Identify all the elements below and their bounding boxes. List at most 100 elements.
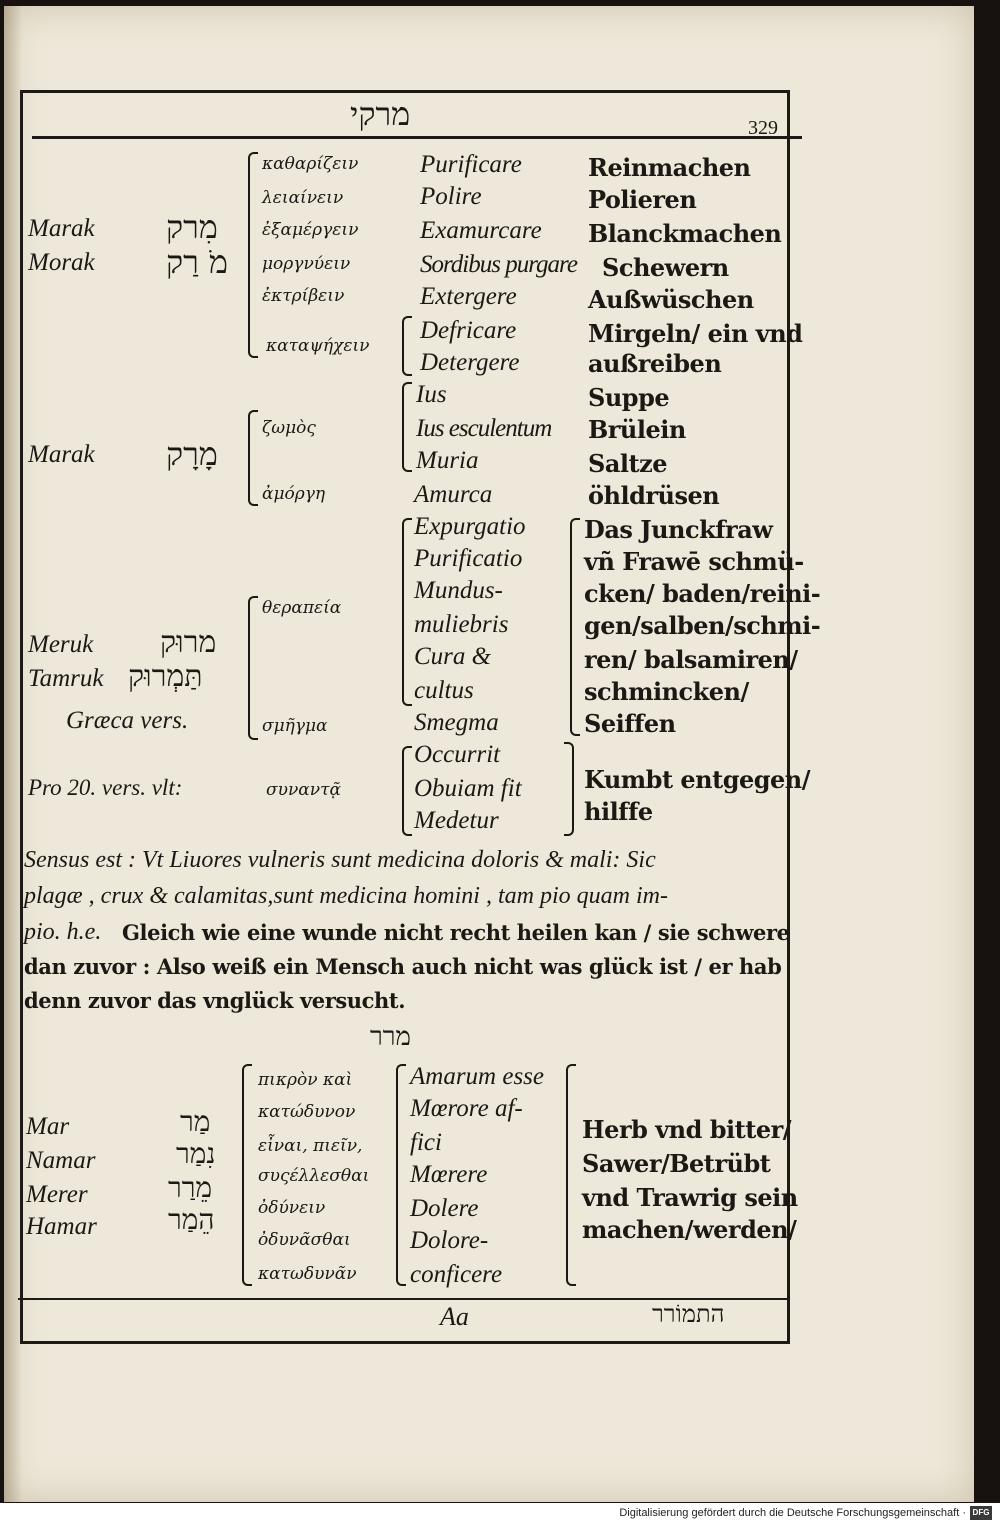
latin-word: Mœrere bbox=[410, 1161, 488, 1188]
hebrew-moraq: מֹ רַק bbox=[166, 243, 228, 281]
latin-word: Obuiam fit bbox=[414, 775, 522, 802]
brace-greek-1 bbox=[248, 152, 258, 358]
reference-proverbs: Pro 20. vers. vlt: bbox=[28, 775, 183, 800]
latin-word: Ius esculentum bbox=[416, 415, 552, 442]
latin-word: Mundus- bbox=[414, 577, 503, 604]
german-word: cken/ baden/reini- bbox=[584, 579, 821, 608]
greek-word: ὀδυνᾶσθαι bbox=[258, 1230, 351, 1250]
german-word: außreiben bbox=[588, 349, 722, 378]
latin-word: Smegma bbox=[414, 709, 499, 736]
latin-word: muliebris bbox=[414, 611, 509, 638]
translit-marak-2: Marak bbox=[28, 441, 95, 468]
dfg-logo: DFG bbox=[970, 1506, 992, 1520]
hebrew-meruq: מרוּק bbox=[160, 625, 217, 660]
german-word: vñ Frawē schmü- bbox=[584, 547, 804, 576]
brace-latin-4 bbox=[402, 746, 412, 836]
hebrew-mar: מַר bbox=[180, 1105, 211, 1138]
hebrew-hemar: הֵמַר bbox=[168, 1203, 215, 1236]
latin-word: Medetur bbox=[414, 807, 499, 834]
german-word: Herb vnd bitter/ bbox=[582, 1115, 792, 1144]
greek-word: συςέλλεσθαι bbox=[258, 1166, 370, 1186]
signature-mark: Aa bbox=[440, 1302, 469, 1331]
latin-word: Purificare bbox=[420, 151, 522, 178]
brace-greek-3 bbox=[248, 596, 258, 740]
latin-word: Polire bbox=[420, 183, 482, 210]
latin-word: Cura & bbox=[414, 643, 492, 670]
german-word: machen/werden/ bbox=[582, 1215, 797, 1244]
brace-latin-3 bbox=[402, 518, 412, 706]
translit-namar: Namar bbox=[26, 1147, 96, 1174]
latin-word: Dolere bbox=[410, 1195, 479, 1222]
german-word: Außwüschen bbox=[588, 285, 754, 314]
latin-word: Purificatio bbox=[414, 545, 523, 572]
greek-word: καταψήχειν bbox=[266, 336, 370, 356]
latin-word: Amarum esse bbox=[410, 1063, 545, 1090]
translit-merer: Merer bbox=[26, 1181, 88, 1208]
german-word: Reinmachen bbox=[588, 153, 751, 182]
german-word: schmincken/ bbox=[584, 677, 749, 706]
latin-word: Extergere bbox=[420, 283, 517, 310]
greek-word: εἶναι, πιεῖν, bbox=[258, 1136, 363, 1156]
brace-latin-1 bbox=[402, 316, 412, 376]
greek-word: πικρὸν καὶ bbox=[258, 1070, 353, 1090]
greek-word: κατώδυνον bbox=[258, 1102, 356, 1122]
german-word: Blanckmachen bbox=[588, 219, 782, 248]
greek-word: ἐκτρίβειν bbox=[262, 286, 345, 306]
german-word: Mirgeln/ ein vnd bbox=[588, 319, 803, 348]
latin-word: cultus bbox=[414, 677, 474, 704]
german-word: Polieren bbox=[588, 185, 697, 214]
sensus-line: pio. h.e. bbox=[24, 919, 102, 945]
digitization-note: Digitalisierung gefördert durch die Deut… bbox=[619, 1507, 966, 1519]
sensus-line: dan zuvor : Also weiß ein Mensch auch ni… bbox=[24, 954, 782, 979]
german-word: Saltze bbox=[588, 449, 667, 478]
brace-greek-2 bbox=[248, 410, 258, 506]
hebrew-merar: מֵרַר bbox=[168, 1171, 213, 1204]
running-head-hebrew: מרקי bbox=[350, 95, 411, 133]
brace-german-4 bbox=[564, 742, 574, 836]
translit-mar: Mar bbox=[26, 1113, 70, 1140]
german-word: Sawer/Betrübt bbox=[582, 1149, 771, 1178]
brace-latin-2 bbox=[402, 382, 412, 472]
greek-word: καθαρίζειν bbox=[262, 154, 359, 174]
greek-word: μοργνύειν bbox=[262, 254, 351, 274]
greek-word: ἀμόργη bbox=[262, 484, 326, 504]
brace-german-5 bbox=[566, 1064, 576, 1286]
latin-word: Dolore- bbox=[410, 1227, 489, 1254]
translit-marak: Marak bbox=[28, 215, 95, 242]
latin-word: Ius bbox=[416, 381, 447, 408]
footer-rule bbox=[18, 1298, 790, 1300]
page-number: 329 bbox=[748, 117, 778, 139]
translit-graeca-vers: Græca vers. bbox=[66, 707, 189, 734]
translit-meruk: Meruk bbox=[28, 631, 94, 658]
greek-word: συναντᾷ bbox=[266, 780, 341, 800]
latin-word: Expurgatio bbox=[414, 513, 526, 540]
sensus-line: Sensus est : Vt Liuores vulneris sunt me… bbox=[24, 847, 656, 873]
german-word: Schewern bbox=[602, 253, 729, 282]
german-word: gen/salben/schmi- bbox=[584, 611, 821, 640]
latin-word: Detergere bbox=[420, 349, 520, 376]
header-rule bbox=[32, 136, 802, 139]
german-word: öhldrüsen bbox=[588, 481, 720, 510]
translit-tamruk: Tamruk bbox=[28, 665, 104, 692]
brace-greek-5 bbox=[242, 1064, 252, 1286]
greek-word: ὀδύνειν bbox=[258, 1198, 326, 1218]
greek-word: κατωδυνᾶν bbox=[258, 1264, 357, 1284]
greek-word: λειαίνειν bbox=[262, 188, 344, 208]
hebrew-tamruq: תַּמְרוּק bbox=[128, 659, 203, 694]
latin-word: Occurrit bbox=[414, 741, 501, 768]
german-word: Das Junckfraw bbox=[584, 515, 773, 544]
german-word: vnd Trawrig sein bbox=[582, 1183, 798, 1212]
book-page: מרקי 329 Marak Morak מִרק מֹ רַק καθαρίζ… bbox=[4, 6, 974, 1502]
latin-word: fici bbox=[410, 1129, 442, 1156]
greek-word: σμῆγμα bbox=[262, 716, 328, 736]
greek-word: ζωμὸς bbox=[262, 418, 316, 438]
latin-word: Sordibus purgare bbox=[420, 251, 578, 278]
hebrew-nimar: נִמַר bbox=[176, 1137, 216, 1170]
greek-word: θεραπεία bbox=[262, 598, 342, 618]
translit-morak: Morak bbox=[28, 249, 95, 276]
german-word: Suppe bbox=[588, 383, 670, 412]
german-word: Kumbt entgegen/ bbox=[584, 765, 811, 794]
catchword-hebrew: התמוֹרר bbox=[652, 1300, 725, 1328]
brace-latin-5 bbox=[396, 1064, 406, 1286]
hebrew-maraq: מָרָק bbox=[166, 435, 218, 473]
